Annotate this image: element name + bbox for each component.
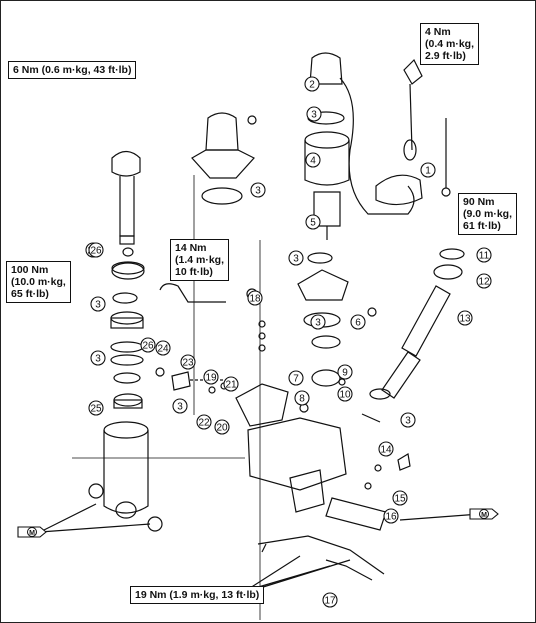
callout-label: 11 <box>479 251 490 262</box>
torque-spec-19nm: 19 Nm (1.9 m·kg, 13 ft·lb) <box>130 586 265 604</box>
callout-label: 3 <box>293 254 299 265</box>
callout-label: 3 <box>177 402 183 413</box>
callout-7: 7 <box>288 370 304 386</box>
callout-3: 3 <box>306 106 322 122</box>
callout-label: 6 <box>355 318 361 329</box>
callout-label: 4 <box>310 156 316 167</box>
reservoir-bellows <box>401 285 451 357</box>
callout-13: 13 <box>457 310 473 326</box>
callout-label: 3 <box>311 110 317 121</box>
callout-3: 3 <box>90 350 106 366</box>
callout-label: 22 <box>198 418 210 429</box>
callout-label: 5 <box>310 218 316 229</box>
callout-23: 23 <box>180 354 196 370</box>
callout-6: 6 <box>350 314 366 330</box>
callout-label: 20 <box>216 423 228 434</box>
callout-label: 3 <box>315 318 321 329</box>
motor-yoke <box>304 131 350 186</box>
svg-text:M: M <box>29 530 35 537</box>
callout-4: 4 <box>305 152 321 168</box>
callout-26: 26 <box>140 337 156 353</box>
callout-11: 11 <box>476 247 492 263</box>
callout-19: 19 <box>203 369 219 385</box>
callout-label: 26 <box>90 246 102 257</box>
callout-21: 21 <box>223 376 239 392</box>
tilt-cylinder <box>103 421 149 519</box>
callout-15: 15 <box>392 490 408 506</box>
callout-17: 17 <box>322 592 338 608</box>
part-26-washer <box>122 247 134 257</box>
callout-8: 8 <box>294 390 310 406</box>
callout-label: 15 <box>394 494 406 505</box>
callout-label: 16 <box>385 512 397 523</box>
callout-label: 7 <box>293 374 299 385</box>
callout-label: 24 <box>157 344 169 355</box>
callout-10: 10 <box>337 386 353 402</box>
callout-3: 3 <box>250 182 266 198</box>
callout-5: 5 <box>305 214 321 230</box>
callout-label: 25 <box>90 404 102 415</box>
torque-spec-90nm: 90 Nm (9.0 m·kg, 61 ft·lb) <box>458 193 518 235</box>
callout-12: 12 <box>476 273 492 289</box>
callout-label: 3 <box>255 186 261 197</box>
callout-3: 3 <box>90 296 106 312</box>
callout-label: 10 <box>339 390 351 401</box>
callout-label: 21 <box>225 380 237 391</box>
svg-text:M: M <box>481 512 487 519</box>
armature <box>313 191 341 240</box>
callout-label: 3 <box>95 300 101 311</box>
callout-3: 3 <box>310 314 326 330</box>
callout-16: 16 <box>383 508 399 524</box>
callout-label: 23 <box>182 358 194 369</box>
callout-3: 3 <box>400 412 416 428</box>
callout-2: 2 <box>304 76 320 92</box>
callout-3: 3 <box>172 398 188 414</box>
callout-22: 22 <box>196 414 212 430</box>
callout-25: 25 <box>88 400 104 416</box>
callout-label: 14 <box>380 445 392 456</box>
grease-symbol-icon: M <box>17 526 47 538</box>
callout-24: 24 <box>155 340 171 356</box>
callout-26: 26 <box>88 242 104 258</box>
callout-label: 12 <box>478 277 490 288</box>
callout-label: 18 <box>249 294 261 305</box>
callout-label: 2 <box>309 80 315 91</box>
callout-label: 9 <box>342 368 348 379</box>
torque-spec-14nm: 14 Nm (1.4 m·kg, 10 ft·lb) <box>170 239 230 281</box>
callout-14: 14 <box>378 441 394 457</box>
callout-20: 20 <box>214 419 230 435</box>
torque-spec-100nm: 100 Nm (10.0 m·kg, 65 ft·lb) <box>6 261 71 303</box>
callout-3: 3 <box>288 250 304 266</box>
torque-spec-6nm: 6 Nm (0.6 m·kg, 43 ft·lb) <box>8 61 137 79</box>
callout-label: 19 <box>205 373 217 384</box>
tilt-ram-rod <box>111 150 141 245</box>
callout-label: 13 <box>459 314 471 325</box>
callout-18: 18 <box>247 290 263 306</box>
callout-label: 3 <box>95 354 101 365</box>
callout-label: 3 <box>405 416 411 427</box>
callout-label: 17 <box>324 596 336 607</box>
callout-label: 26 <box>142 341 154 352</box>
callout-label: 8 <box>299 394 305 405</box>
callout-label: 1 <box>425 166 431 177</box>
motor-base <box>297 269 349 301</box>
callout-1: 1 <box>420 162 436 178</box>
callout-9: 9 <box>337 364 353 380</box>
torque-spec-4nm: 4 Nm (0.4 m·kg, 2.9 ft·lb) <box>420 23 480 65</box>
grease-symbol-icon: M <box>469 508 499 520</box>
